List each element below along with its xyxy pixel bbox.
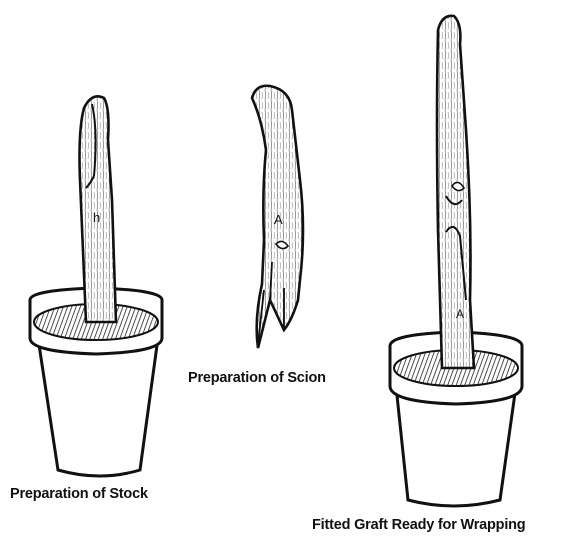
graft-caption: Fitted Graft Ready for Wrapping <box>312 517 525 533</box>
stock-group: h <box>30 96 162 476</box>
graft-mark: A <box>456 307 464 321</box>
graft-group: A <box>390 16 522 506</box>
stock-caption: Preparation of Stock <box>10 486 148 502</box>
scion-group: A <box>252 86 303 348</box>
scion-mark: A <box>274 212 283 227</box>
stock-pot <box>38 338 158 476</box>
scion-caption: Preparation of Scion <box>188 370 326 386</box>
stock-mark: h <box>93 210 100 225</box>
